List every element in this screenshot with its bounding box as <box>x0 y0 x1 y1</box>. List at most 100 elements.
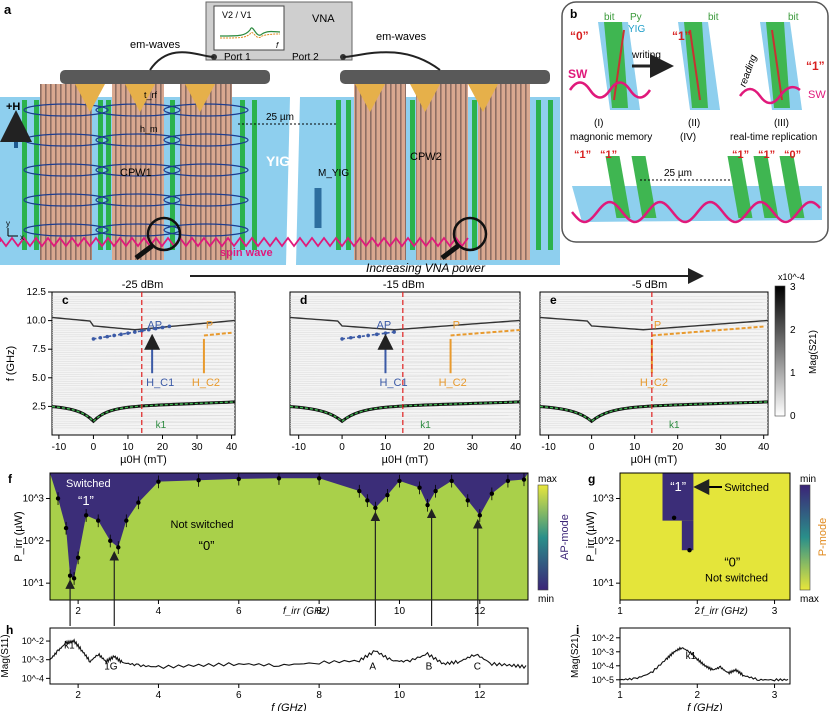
heatmap-d-noise <box>289 341 521 343</box>
yig-label: YIG <box>266 153 290 169</box>
panel-a: a <box>0 1 560 265</box>
cbar-g-label: P-mode <box>817 518 829 557</box>
heatmap-e-noise <box>539 408 769 411</box>
colorbar-g: min max P-mode <box>799 474 829 605</box>
heatmap-e-noise <box>539 315 769 318</box>
xtick-label-h: 2 <box>75 690 81 701</box>
title-d: -15 dBm <box>383 279 425 291</box>
rf-field-loops <box>23 103 249 237</box>
heatmap-d-noise <box>289 367 521 370</box>
heatmap-d-noise <box>289 354 521 356</box>
heatmap-c-noise <box>51 302 236 304</box>
plot-h-frame <box>49 627 529 685</box>
heatmap-c-noise <box>51 394 236 396</box>
cable-right <box>342 51 441 71</box>
p-branch-c <box>203 331 232 337</box>
b-yig: YIG <box>628 24 645 35</box>
em-waves-label-1: em-waves <box>130 39 181 51</box>
heatmap-c-noise <box>51 314 236 317</box>
b-sw-2: SW <box>808 89 826 101</box>
xtick-label-h: 12 <box>474 690 486 701</box>
ap-point-c <box>167 324 172 329</box>
xtick-label-g: 2 <box>694 606 700 617</box>
probe-bar-right <box>340 70 550 112</box>
magnifier-left <box>146 216 182 252</box>
cbar-f-label: AP-mode <box>559 514 571 560</box>
xtick-label-e: 0 <box>589 442 595 453</box>
heatmap-e-noise <box>539 380 769 383</box>
heatmap-e-noise <box>539 427 769 430</box>
b-iv-one-3: “1” <box>732 149 749 161</box>
peak-label-b: B <box>426 661 433 672</box>
heatmap-f-frame <box>49 472 529 601</box>
cbar-f-max: max <box>538 474 557 485</box>
heatmap-d-noise <box>289 314 521 317</box>
ytick-label-c: 12.5 <box>27 287 47 298</box>
xtick-label-h: 4 <box>156 690 162 701</box>
hc1-label-d: H_C1 <box>379 377 407 389</box>
b-one-2: “1” <box>806 59 825 73</box>
heatmap-e-noise <box>539 420 769 423</box>
heatmap-e-noise <box>539 395 769 398</box>
heatmap-d-noise <box>289 382 521 384</box>
heatmap-c-noise <box>51 408 236 411</box>
ap-point-c <box>133 330 137 334</box>
ap-point-d <box>374 332 379 337</box>
peak-label-i-k1: k1 <box>686 651 697 662</box>
heatmap-e-noise <box>539 394 769 396</box>
xtick-label-c: 10 <box>122 442 134 453</box>
heatmap-c-noise <box>51 295 236 298</box>
trace-h <box>49 638 527 670</box>
heatmap-d-noise <box>289 335 521 338</box>
heatmap-c-noise <box>51 308 236 311</box>
heatmap-e-noise <box>539 382 769 384</box>
threshold-point-g <box>671 515 677 520</box>
peak-label-1g: 1G <box>104 661 118 672</box>
panel-label-h: h <box>6 623 13 637</box>
xlabel-f: f_irr (GHz) <box>283 606 330 617</box>
colorbar-cde: x10^-4 0 1 2 3 Mag(S21) <box>774 272 819 422</box>
power-arrow: Increasing VNA power <box>190 261 704 284</box>
heatmap-g-frame <box>619 472 791 601</box>
b-magnonic-memory: magnonic memory <box>570 132 652 143</box>
b-one-1: “1” <box>672 29 691 43</box>
b-gap: 25 µm <box>664 168 692 179</box>
hc2-label-c: H_C2 <box>192 377 220 389</box>
trace-i <box>619 646 789 682</box>
xlabel-h: f (GHz) <box>271 702 307 711</box>
heatmap-e-noise <box>539 301 769 303</box>
cbar-g-max: max <box>800 594 819 605</box>
heatmap-c-noise <box>51 382 236 384</box>
heatmap-d-noise <box>289 388 521 391</box>
xtick-label-e: 40 <box>758 442 770 453</box>
ytick-label-i: 10^-2 <box>592 633 614 643</box>
cbar-f-min: min <box>538 594 554 605</box>
ylabel-f: P_irr (µW) <box>13 511 25 561</box>
xlabel-c: µ0H (mT) <box>120 454 167 466</box>
heatmap-e-noise <box>539 308 769 311</box>
b-iv-one-4: “1” <box>758 149 775 161</box>
xtick-label-d: 40 <box>510 442 522 453</box>
ylabel-c: f (GHz) <box>5 346 17 381</box>
heatmap-e-noise <box>539 354 769 356</box>
cbar-g-min: min <box>800 474 816 485</box>
heatmap-e-noise <box>539 314 769 317</box>
heatmap-c-noise <box>51 321 236 323</box>
xlabel-i: f (GHz) <box>687 702 723 711</box>
heatmap-d-noise <box>289 415 521 418</box>
heatmap-d-noise <box>289 347 521 350</box>
vna-label: VNA <box>312 13 335 25</box>
xtick-label-f: 12 <box>474 606 486 617</box>
b-sw-1: SW <box>568 67 588 81</box>
heatmap-d-noise <box>289 408 521 411</box>
xtick-label-c: 30 <box>191 442 203 453</box>
ap-point-c <box>160 325 165 330</box>
ap-point-c <box>91 337 96 341</box>
heatmap-c-noise <box>51 307 236 310</box>
xtick-label-d: 20 <box>423 442 435 453</box>
heatmap-d-noise <box>289 420 521 423</box>
panel-label-b: b <box>570 7 577 21</box>
